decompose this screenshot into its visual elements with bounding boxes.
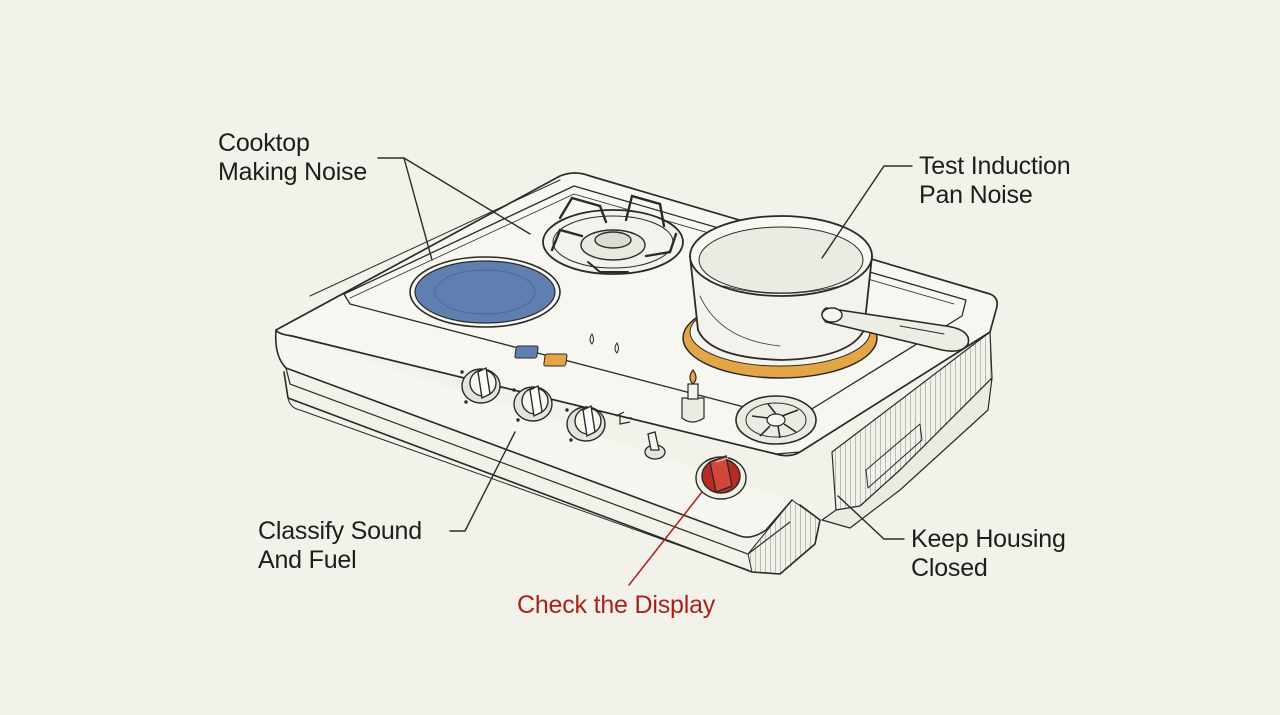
red-knob-icon[interactable]	[695, 455, 747, 500]
label-housing-line2: Closed	[911, 554, 988, 582]
label-induction-pan-line1: Test Induction	[919, 152, 1071, 180]
control-knob-icon[interactable]	[512, 384, 553, 422]
igniter-icon	[681, 368, 705, 423]
control-knob-icon[interactable]	[460, 366, 501, 404]
label-cooktop-noise-line1: Cooktop	[218, 129, 310, 157]
label-housing-line1: Keep Housing	[911, 525, 1066, 553]
label-classify-line2: And Fuel	[258, 546, 357, 574]
control-knob-icon[interactable]	[565, 404, 606, 442]
label-classify: Classify Sound And Fuel	[258, 517, 422, 575]
leader-classify	[449, 431, 516, 532]
label-induction-pan: Test Induction Pan Noise	[919, 152, 1071, 210]
label-check-display-text: Check the Display	[517, 591, 716, 619]
leader-cooktop-noise-2	[403, 157, 433, 261]
label-cooktop-noise-line2: Making Noise	[218, 158, 368, 186]
saucepan-icon	[689, 215, 970, 361]
cooktop-front-face	[274, 329, 793, 538]
cooktop-side-panel	[747, 499, 821, 575]
label-check-display: Check the Display	[517, 591, 715, 620]
leader-housing	[837, 495, 905, 540]
electric-burner-icon	[409, 256, 561, 328]
indicator-lights	[514, 333, 619, 367]
fan-vent-icon	[735, 395, 817, 445]
gas-grate-icon	[542, 194, 684, 275]
label-housing: Keep Housing Closed	[911, 525, 1066, 583]
toggle-switch-icon[interactable]	[644, 431, 666, 460]
leader-induction	[821, 165, 913, 259]
label-induction-pan-line2: Pan Noise	[919, 181, 1033, 209]
leader-display	[628, 491, 703, 586]
label-classify-line1: Classify Sound	[258, 517, 422, 545]
label-cooktop-noise: Cooktop Making Noise	[218, 129, 367, 187]
symbol-mark	[615, 411, 632, 425]
